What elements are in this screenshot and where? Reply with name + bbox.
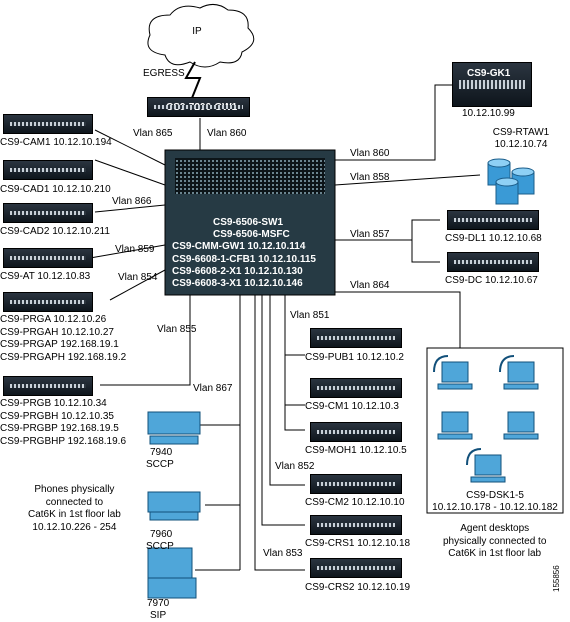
phone-protocol: SIP [150,610,167,621]
vlan-label: Vlan 860 [207,128,247,139]
phone-model: 7940 [150,447,173,458]
rtaw-ip: 10.12.10.74 [494,139,548,150]
server-icon[interactable] [3,203,93,223]
gatekeeper-device[interactable]: CS9-GK1 [452,62,532,107]
vlan-label: Vlan 860 [350,148,390,159]
vlan-label: Vlan 858 [350,172,390,183]
server-label: CS9-CRS2 10.12.10.19 [305,582,411,593]
server-icon[interactable] [447,210,539,230]
phones-note: Phones physically connected to Cat6K in … [28,484,121,533]
agents-label: CS9-DSK1-5 [466,490,524,501]
phone-model: 7970 [147,598,170,609]
vlan-label: Vlan 855 [157,324,197,335]
server-label: CS9-DL1 10.12.10.68 [445,233,542,244]
core-switch[interactable]: CS9-6506-SW1 CS9-6506-MSFC CS9-CMM-GW1 1… [165,150,335,295]
server-label: CS9-CM1 10.12.10.3 [305,401,399,412]
vlan-label: Vlan 866 [112,196,152,207]
server-label: CS9-MOH1 10.12.10.5 [305,445,407,456]
server-icon[interactable] [3,292,93,312]
vlan-label: Vlan 854 [118,272,158,283]
cloud-label: IP [192,26,202,37]
lightning-bolt [184,61,202,99]
server-icon[interactable] [310,558,402,578]
server-icon[interactable] [3,114,93,134]
vlan-label: Vlan 859 [115,244,155,255]
server-icon[interactable] [3,248,93,268]
agents-range: 10.12.10.178 - 10.12.10.182 [432,502,558,513]
rtaw-name: CS9-RTAW1 [492,127,550,138]
server-label: CS9-AT 10.12.10.83 [0,271,91,282]
server-icon[interactable] [310,328,402,348]
server-icon[interactable] [3,376,93,396]
vlan-label: Vlan 867 [193,383,233,394]
gateway-label: CS9-7206-GW1 [166,102,238,113]
gatekeeper-label: CS9-GK1 [467,68,511,79]
server-label: CS9-PUB1 10.12.10.2 [305,352,404,363]
phone-model: 7960 [150,529,173,540]
figure-id: 155856 [552,565,561,592]
server-label: CS9-CAD1 10.12.10.210 [0,184,111,195]
server-label: CS9-PRGA 10.12.10.26 CS9-PRGAH 10.12.10.… [0,314,127,363]
server-icon[interactable] [3,160,93,180]
server-label: CS9-DC 10.12.10.67 [445,275,538,286]
server-label: CS9-CAD2 10.12.10.211 [0,226,110,237]
switch-line-2: CS9-6506-MSFC [213,229,290,240]
server-label: CS9-CAM1 10.12.10.194 [0,137,112,148]
server-icon[interactable] [310,515,402,535]
vlan-label: Vlan 857 [350,229,390,240]
vlan-label: Vlan 852 [275,461,315,472]
switch-line-3: CS9-CMM-GW1 10.12.10.114 [172,241,306,252]
server-label: CS9-PRGB 10.12.10.34 CS9-PRGBH 10.12.10.… [0,398,127,447]
server-label: CS9-CM2 10.12.10.10 [305,497,405,508]
server-label: CS9-CRS1 10.12.10.18 [305,538,411,549]
switch-line-6: CS9-6608-3-X1 10.12.10.146 [172,278,303,289]
agents-note: Agent desktops physically connected to C… [443,523,547,559]
vlan-label: Vlan 864 [350,280,390,291]
server-icon[interactable] [310,422,402,442]
phone-protocol: SCCP [146,459,174,470]
vlan-label: Vlan 853 [263,548,303,559]
database-icon [487,158,535,205]
switch-line-5: CS9-6608-2-X1 10.12.10.130 [172,266,303,277]
server-icon[interactable] [447,252,539,272]
server-icon[interactable] [310,474,402,494]
gatekeeper-ip: 10.12.10.99 [462,108,515,119]
server-icon[interactable] [310,378,402,398]
phone-protocol: SCCP [146,541,174,552]
egress-label: EGRESS [143,68,185,79]
ip-cloud-shape [147,4,255,68]
gateway-router[interactable]: CS9-7206-GW1 [147,97,250,117]
switch-line-4: CS9-6608-1-CFB1 10.12.10.115 [172,254,316,265]
vlan-label: Vlan 865 [133,128,173,139]
vlan-label: Vlan 851 [290,310,330,321]
switch-line-1: CS9-6506-SW1 [213,217,284,228]
